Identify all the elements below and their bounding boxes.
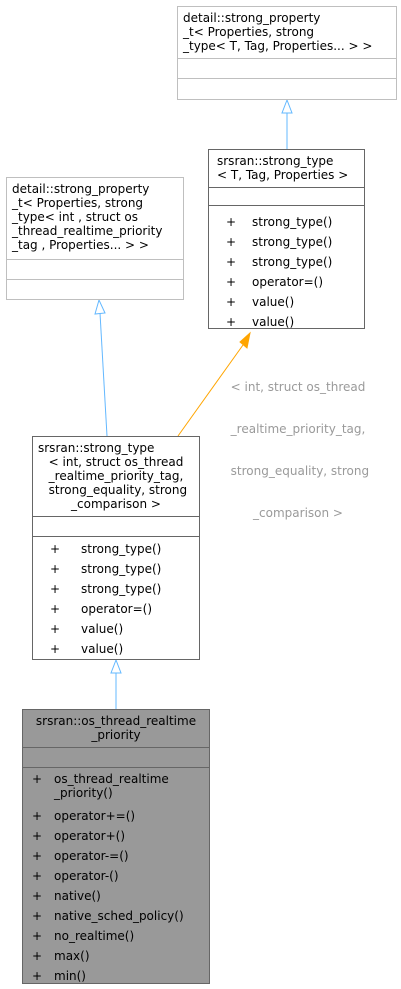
- edge-strong-type-instance-to-base: [99, 312, 108, 437]
- title-line: _realtime_priority_tag,: [48, 469, 184, 483]
- edge-arrowhead: [94, 298, 106, 315]
- member-no-realtime[interactable]: +no_realtime(): [32, 929, 135, 943]
- member-strong-type[interactable]: +strong_type(): [226, 255, 333, 269]
- attributes-section: [7, 260, 183, 280]
- node-base-instance[interactable]: detail::strong_property _t< Properties, …: [6, 177, 184, 300]
- label-line: strong_equality, strong: [226, 464, 370, 478]
- title-line: _t< Properties, strong: [183, 25, 315, 39]
- edge-template-instantiation: [177, 344, 244, 437]
- member-max[interactable]: +max(): [32, 949, 90, 963]
- methods-section: [178, 79, 396, 99]
- edge-arrowhead: [239, 331, 251, 349]
- title-line: _t< Properties, strong: [12, 196, 144, 210]
- title-line: < T, Tag, Properties >: [217, 168, 349, 182]
- node-base-template[interactable]: detail::strong_property _t< Properties, …: [177, 6, 397, 100]
- template-arguments-label: < int, struct os_thread _realtime_priori…: [222, 352, 374, 534]
- title-line: strong_equality, strong: [44, 483, 188, 497]
- member-operator-assign[interactable]: +operator=(): [50, 602, 153, 616]
- attributes-section: [209, 188, 364, 206]
- member-min[interactable]: +min(): [32, 969, 86, 983]
- node-title: detail::strong_property _t< Properties, …: [7, 178, 183, 260]
- title-line: _thread_realtime_priority: [12, 224, 163, 238]
- label-line: _comparison >: [253, 506, 343, 520]
- member-constructor[interactable]: +os_thread_realtime_priority(): [32, 772, 169, 800]
- title-line: _tag , Properties... > >: [12, 238, 149, 252]
- title-line: _comparison >: [71, 497, 161, 511]
- edge-arrowhead: [281, 98, 293, 114]
- title-line: _type< int , struct os: [12, 210, 138, 224]
- edge-arrowhead: [110, 658, 122, 674]
- title-line: detail::strong_property: [183, 11, 321, 25]
- label-line: < int, struct os_thread: [230, 380, 366, 394]
- attributes-section: [33, 517, 199, 537]
- methods-section: [7, 280, 183, 299]
- member-value[interactable]: +value(): [50, 622, 124, 636]
- title-line: srsran::strong_type: [38, 441, 155, 455]
- member-operator-assign[interactable]: +operator=(): [226, 275, 324, 289]
- member-native[interactable]: +native(): [32, 889, 101, 903]
- node-strong-type-template[interactable]: srsran::strong_type < T, Tag, Properties…: [208, 149, 365, 329]
- member-value[interactable]: +value(): [50, 642, 124, 656]
- member-strong-type[interactable]: +strong_type(): [50, 562, 162, 576]
- attributes-section: [178, 59, 396, 79]
- methods-section: +strong_type() +strong_type() +strong_ty…: [33, 537, 199, 659]
- node-title: srsran::os_thread_realtime _priority: [23, 710, 209, 748]
- node-title: srsran::strong_type < int, struct os_thr…: [33, 437, 199, 517]
- member-strong-type[interactable]: +strong_type(): [50, 582, 162, 596]
- title-line: _priority: [91, 728, 141, 742]
- title-line: detail::strong_property: [12, 182, 150, 196]
- node-strong-type-instance[interactable]: srsran::strong_type < int, struct os_thr…: [32, 436, 200, 660]
- member-strong-type[interactable]: +strong_type(): [50, 542, 162, 556]
- title-line: srsran::os_thread_realtime: [35, 714, 197, 728]
- member-native-sched-policy[interactable]: +native_sched_policy(): [32, 909, 184, 923]
- member-operator-plus-assign[interactable]: +operator+=(): [32, 809, 136, 823]
- member-value[interactable]: +value(): [226, 295, 295, 309]
- member-strong-type[interactable]: +strong_type(): [226, 235, 333, 249]
- member-strong-type[interactable]: +strong_type(): [226, 215, 333, 229]
- node-title: srsran::strong_type < T, Tag, Properties…: [209, 150, 364, 188]
- member-operator-plus[interactable]: +operator+(): [32, 829, 126, 843]
- attributes-section: [23, 748, 209, 768]
- node-title: detail::strong_property _t< Properties, …: [178, 7, 396, 59]
- member-value[interactable]: +value(): [226, 315, 295, 329]
- title-line: < int, struct os_thread: [48, 455, 184, 469]
- methods-section: +strong_type() +strong_type() +strong_ty…: [209, 206, 364, 332]
- node-os-thread-realtime-priority[interactable]: srsran::os_thread_realtime _priority +os…: [22, 709, 210, 984]
- methods-section: +os_thread_realtime_priority() +operator…: [23, 768, 209, 986]
- member-operator-minus-assign[interactable]: +operator-=(): [32, 849, 129, 863]
- label-line: _realtime_priority_tag,: [230, 422, 366, 436]
- title-line: _type< T, Tag, Properties... > >: [183, 39, 373, 53]
- title-line: srsran::strong_type: [217, 154, 334, 168]
- member-operator-minus[interactable]: +operator-(): [32, 869, 119, 883]
